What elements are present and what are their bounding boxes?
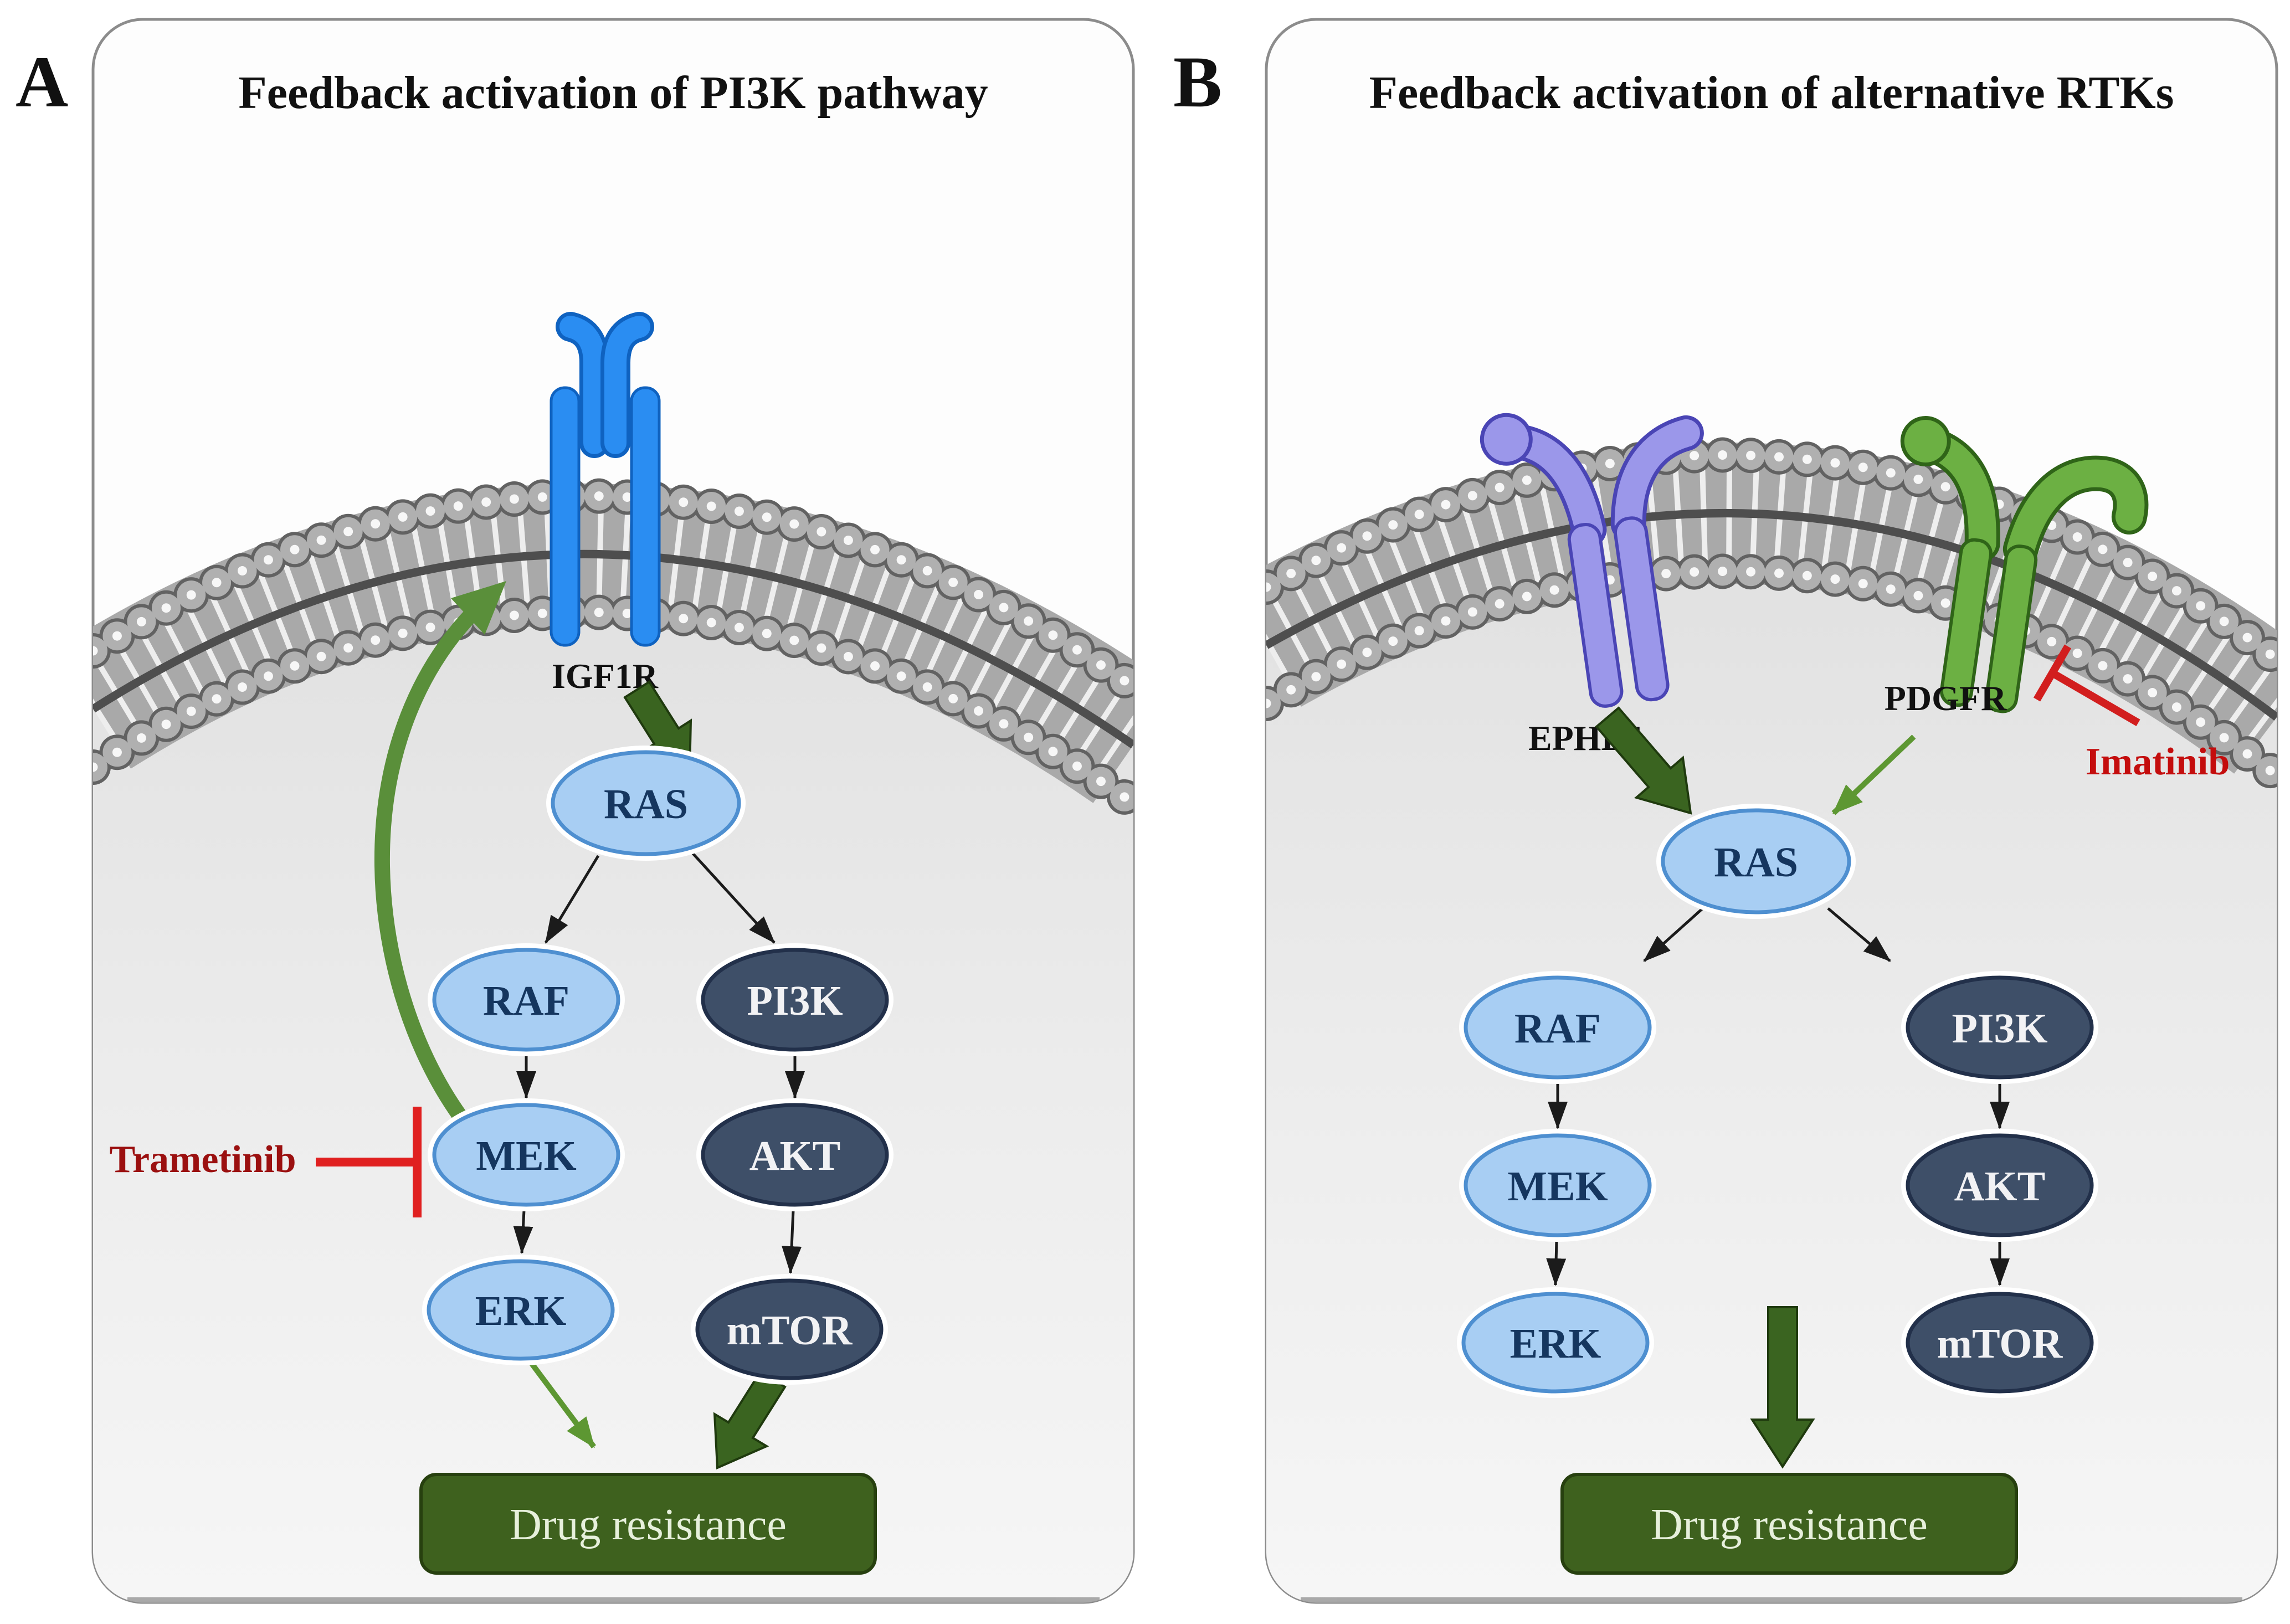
- node-erk-b: ERK: [1457, 1287, 1654, 1398]
- imatinib-label: Imatinib: [2086, 741, 2230, 783]
- svg-text:mTOR: mTOR: [1937, 1320, 2063, 1367]
- svg-text:ERK: ERK: [475, 1288, 567, 1334]
- pdgfr-receptor: [1900, 416, 2149, 713]
- panel-a-content: IGF1R Trametinib: [93, 312, 1133, 1602]
- svg-text:PI3K: PI3K: [747, 978, 843, 1024]
- ephb4-receptor: [1480, 413, 1704, 708]
- cell-membrane-b: [1266, 437, 2277, 793]
- drug-resistance-box-b: Drug resistance: [1560, 1473, 2018, 1575]
- node-mek-b: MEK: [1459, 1129, 1656, 1242]
- signal-arrows-b: [1546, 902, 2010, 1286]
- node-erk-a: ERK: [422, 1255, 619, 1365]
- block-arrow-ephb4-ras: [1595, 706, 1692, 815]
- svg-text:MEK: MEK: [476, 1133, 577, 1179]
- svg-text:MEK: MEK: [1507, 1163, 1608, 1210]
- trametinib-inhibitor-bar: [316, 1107, 422, 1217]
- node-pi3k-a: PI3K: [696, 943, 894, 1056]
- panel-a-title: Feedback activation of PI3K pathway: [238, 67, 988, 119]
- svg-text:Drug resistance: Drug resistance: [510, 1500, 787, 1549]
- node-akt-b: AKT: [1901, 1129, 2098, 1242]
- panel-b-content: EPHB4 PDGFR Imatinib: [1266, 413, 2277, 1602]
- svg-text:mTOR: mTOR: [727, 1307, 853, 1354]
- svg-text:RAF: RAF: [1514, 1005, 1601, 1052]
- trametinib-label: Trametinib: [109, 1138, 296, 1181]
- node-mek-a: MEK: [428, 1098, 625, 1211]
- node-ras-a: RAS: [546, 746, 746, 861]
- node-raf-b: RAF: [1459, 971, 1656, 1084]
- panel-b-title: Feedback activation of alternative RTKs: [1369, 67, 2174, 119]
- node-mtor-a: mTOR: [691, 1274, 888, 1385]
- igf1r-receptor: [550, 312, 661, 647]
- block-arrow-mtor-outcome-a: [713, 1370, 787, 1469]
- node-raf-a: RAF: [428, 943, 625, 1056]
- svg-text:PI3K: PI3K: [1952, 1005, 2047, 1052]
- arrow-pdgfr-ras: [1831, 734, 1916, 815]
- panel-b-letter: B: [1173, 41, 1222, 122]
- node-ras-b: RAS: [1656, 804, 1856, 919]
- block-arrow-outcome-b: [1750, 1306, 1815, 1469]
- svg-text:AKT: AKT: [749, 1133, 841, 1179]
- imatinib-inhibitor-bar: [2033, 644, 2140, 727]
- node-akt-a: AKT: [696, 1098, 894, 1211]
- pdgfr-label: PDGFR: [1885, 679, 2007, 718]
- svg-text:RAS: RAS: [604, 781, 688, 828]
- svg-text:AKT: AKT: [1954, 1163, 2046, 1210]
- cell-membrane-a: [93, 478, 1133, 821]
- svg-text:ERK: ERK: [1510, 1320, 1601, 1367]
- signal-arrows-a: [513, 852, 805, 1274]
- arrow-erk-outcome-a: [529, 1362, 597, 1448]
- feedback-arrow-mek-igf1r: [374, 581, 506, 1131]
- panel-a-letter: A: [16, 41, 68, 122]
- svg-text:RAF: RAF: [483, 978, 569, 1024]
- node-pi3k-b: PI3K: [1901, 971, 2098, 1084]
- node-mtor-b: mTOR: [1901, 1287, 2098, 1398]
- svg-text:RAS: RAS: [1714, 839, 1798, 886]
- drug-resistance-box-a: Drug resistance: [419, 1473, 877, 1575]
- svg-text:Drug resistance: Drug resistance: [1651, 1500, 1928, 1549]
